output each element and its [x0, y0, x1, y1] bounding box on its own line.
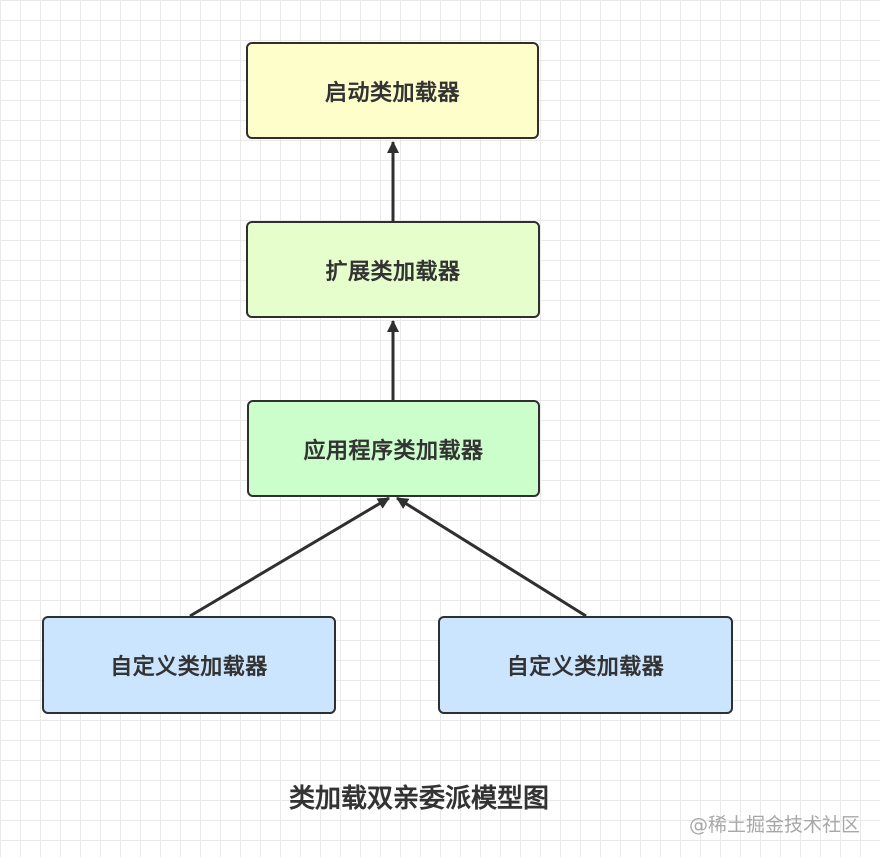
node-extension-label: 扩展类加载器	[325, 259, 461, 285]
node-bootstrap-class-loader: 启动类加载器	[246, 42, 539, 139]
node-custom-right-label: 自定义类加载器	[506, 655, 665, 680]
node-extension-class-loader: 扩展类加载器	[246, 221, 540, 318]
edge-custom-left-to-application	[189, 496, 390, 618]
edge-custom-right-to-application	[396, 496, 587, 618]
node-application-class-loader: 应用程序类加载器	[247, 400, 540, 497]
diagram-caption: 类加载双亲委派模型图	[288, 784, 549, 814]
node-custom-left-label: 自定义类加载器	[110, 655, 268, 680]
node-bootstrap-label: 启动类加载器	[324, 80, 460, 106]
node-custom-class-loader-left: 自定义类加载器	[42, 616, 336, 714]
watermark-text: @稀土掘金技术社区	[688, 814, 860, 836]
node-application-label: 应用程序类加载器	[303, 438, 484, 464]
node-custom-class-loader-right: 自定义类加载器	[438, 616, 733, 714]
